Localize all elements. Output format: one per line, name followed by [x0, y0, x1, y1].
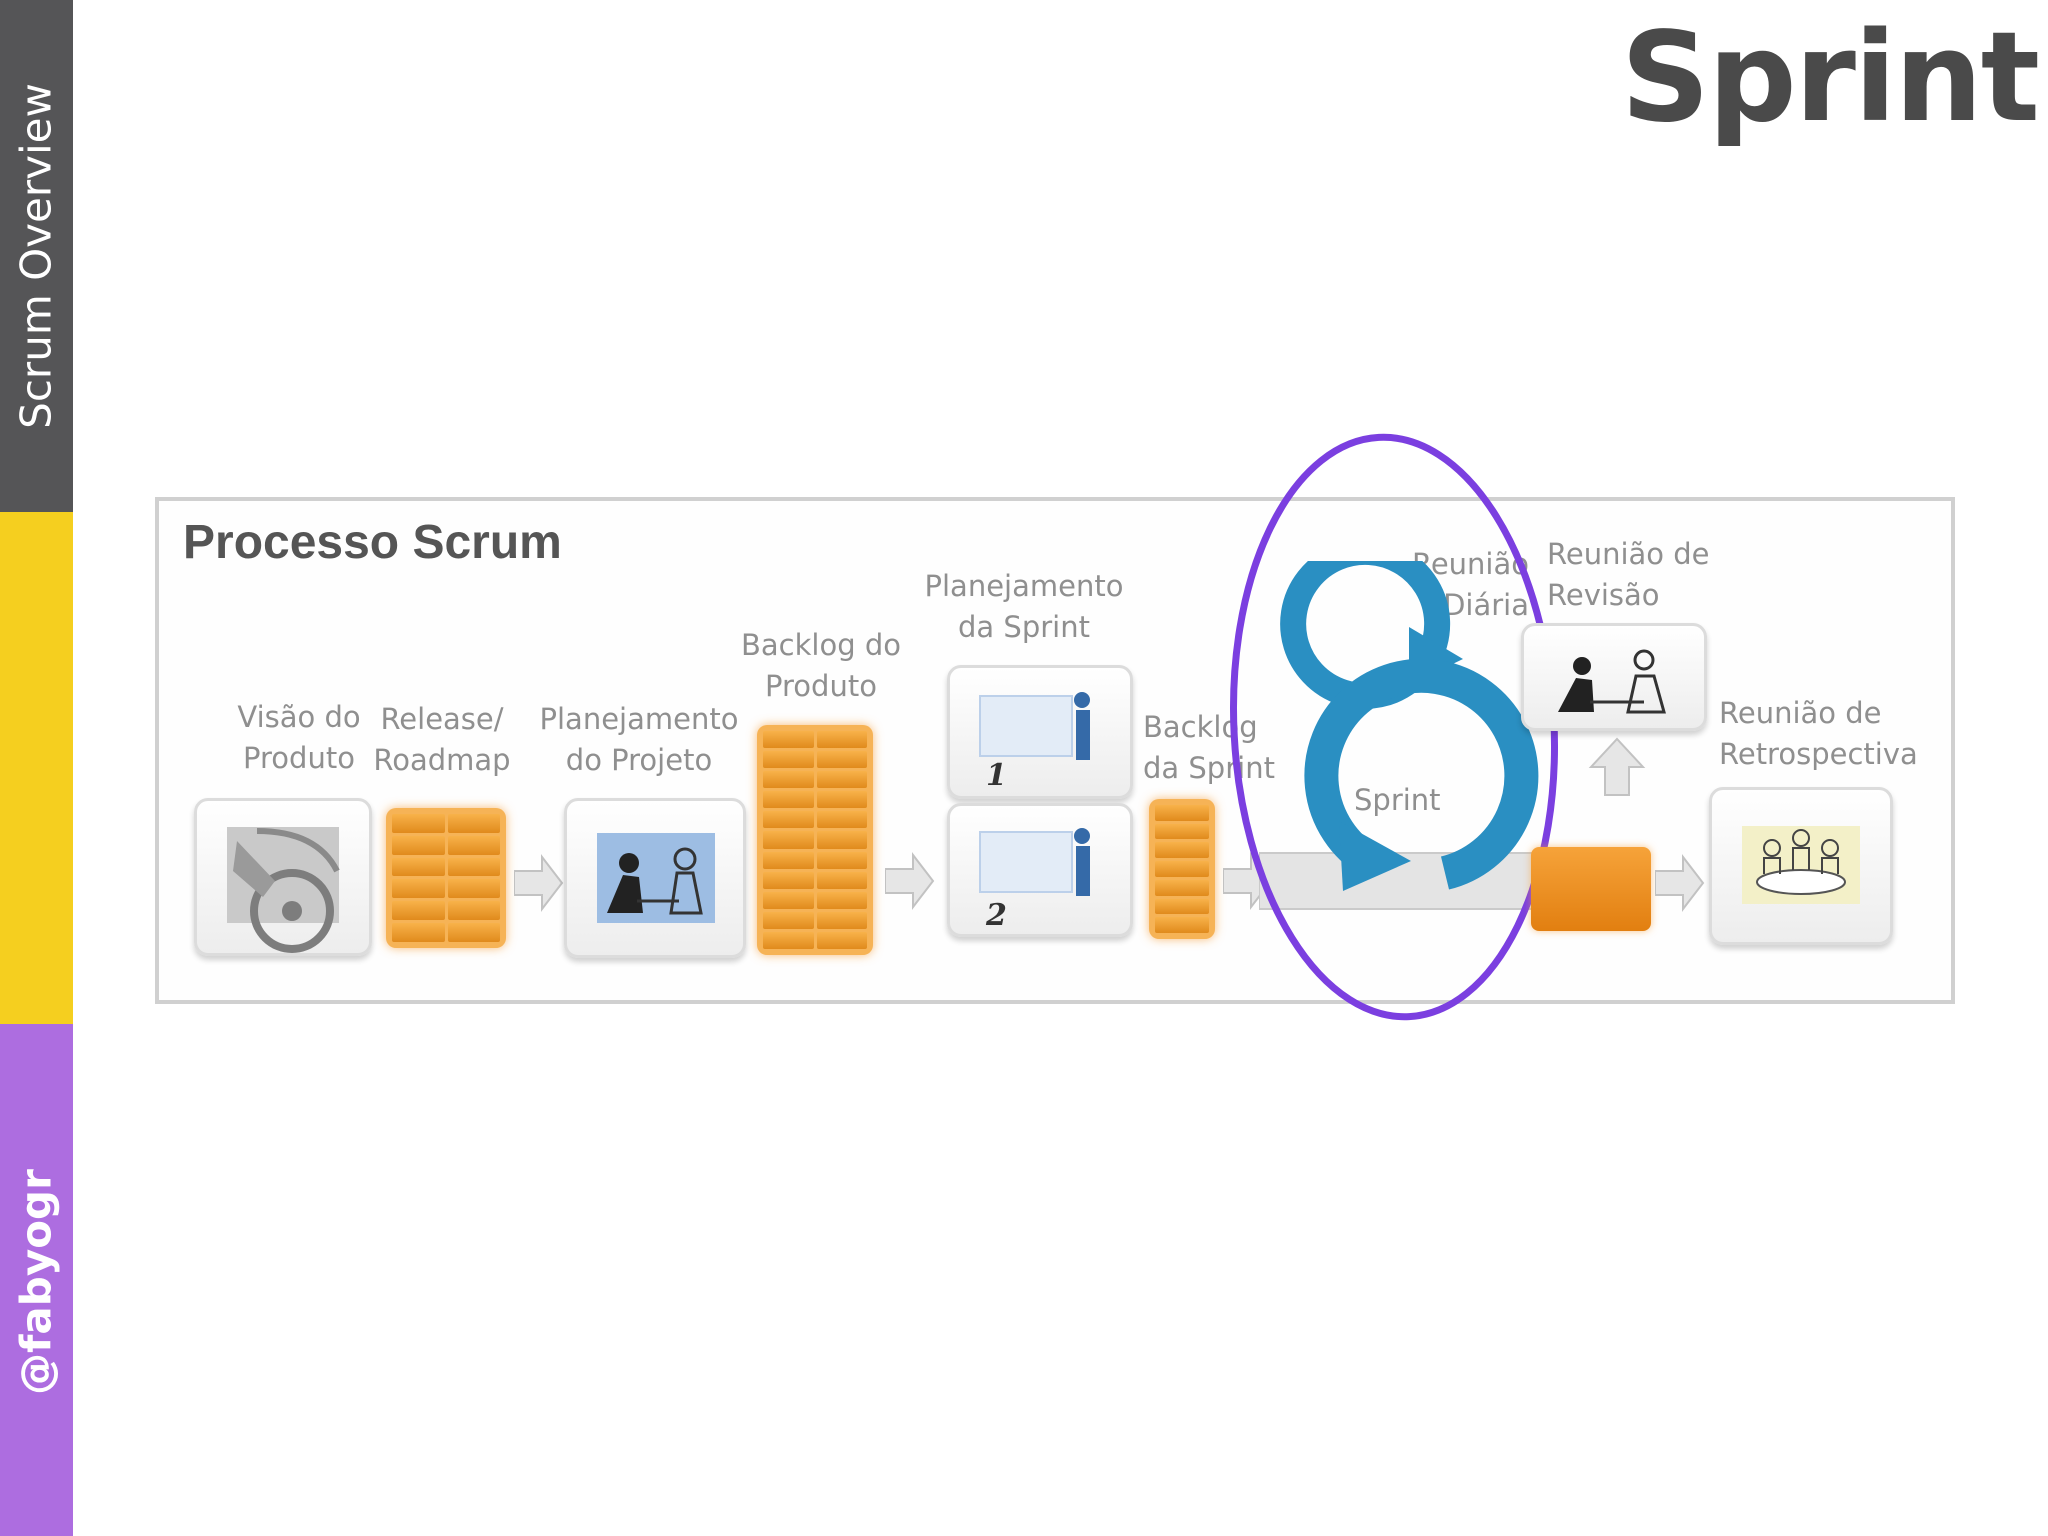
sidebar-band-purple: [0, 1024, 73, 1536]
label-reuniao-de-revisao: Reunião de Revisão: [1547, 534, 1727, 616]
team-meeting-icon: [597, 833, 715, 923]
label-reuniao-de-retrospectiva: Reunião de Retrospectiva: [1719, 693, 1959, 775]
label-release-roadmap: Release/ Roadmap: [367, 699, 517, 781]
step-number-two: 2: [986, 898, 1007, 933]
label-line: Reunião de: [1547, 537, 1710, 571]
presenter-icon: [979, 828, 1090, 896]
label-visao-do-produto: Visão do Produto: [214, 697, 384, 779]
label-line: Planejamento: [539, 702, 739, 736]
label-line: da Sprint: [1143, 751, 1275, 785]
label-line: Release/: [380, 702, 504, 736]
label-line: Produto: [243, 741, 355, 775]
planejamento-projeto-card: [564, 798, 746, 958]
team-meeting-icon: [1558, 649, 1666, 714]
arrow-up-icon: [1588, 737, 1646, 796]
diagram-title: Processo Scrum: [183, 516, 562, 569]
arrow-right-icon: [514, 854, 564, 912]
arrow-right-icon: [1655, 854, 1705, 912]
visao-card: [194, 798, 372, 956]
label-line: Retrospectiva: [1719, 737, 1918, 771]
planejamento-sprint-card-2: 2: [947, 803, 1133, 937]
label-line: Diária: [1443, 588, 1529, 622]
author-handle: @fabyogr: [11, 1169, 61, 1395]
left-color-bar: Scrum Overview @fabyogr: [0, 0, 73, 1536]
label-planejamento-da-sprint: Planejamento da Sprint: [919, 566, 1129, 648]
arrow-right-icon: [885, 852, 935, 910]
sidebar-band-gray: [0, 0, 73, 512]
reuniao-revisao-card: [1521, 623, 1707, 731]
label-line: Visão do: [237, 700, 361, 734]
slide-title: Sprint: [1620, 6, 2040, 150]
backlog-da-sprint-stack: [1149, 799, 1215, 939]
backlog-do-produto-stack: [757, 725, 873, 955]
scrum-process-diagram: Processo Scrum Visão do Produto Release/…: [155, 433, 1955, 1021]
presenter-icon: [979, 692, 1090, 760]
label-line: da Sprint: [958, 610, 1090, 644]
label-line: Revisão: [1547, 578, 1660, 612]
label-line: Reunião de: [1719, 696, 1882, 730]
label-line: Planejamento: [924, 569, 1124, 603]
reuniao-retrospectiva-card: [1709, 787, 1893, 945]
step-number-one: 1: [986, 758, 1007, 793]
highlight-ellipse: [1230, 433, 1558, 1021]
planejamento-sprint-card-1: 1: [947, 665, 1133, 799]
sprint-label: Sprint: [1354, 783, 1441, 817]
label-backlog-da-sprint: Backlog da Sprint: [1143, 707, 1275, 789]
sprint-cycle-icon: [1259, 561, 1579, 910]
section-label: Scrum Overview: [11, 83, 61, 429]
label-line: Roadmap: [373, 743, 511, 777]
release-roadmap-stack: [386, 808, 506, 948]
sidebar-band-yellow: [0, 512, 73, 1024]
label-line: Produto: [765, 669, 877, 703]
label-line: Backlog do: [741, 628, 901, 662]
label-planejamento-do-projeto: Planejamento do Projeto: [539, 699, 739, 781]
ship-wheel-icon: [227, 827, 340, 953]
label-line: do Projeto: [565, 743, 713, 777]
label-backlog-do-produto: Backlog do Produto: [731, 625, 911, 707]
team-meeting-icon: [1742, 826, 1860, 904]
increment-block: [1531, 847, 1651, 931]
label-line: Backlog: [1143, 710, 1258, 744]
